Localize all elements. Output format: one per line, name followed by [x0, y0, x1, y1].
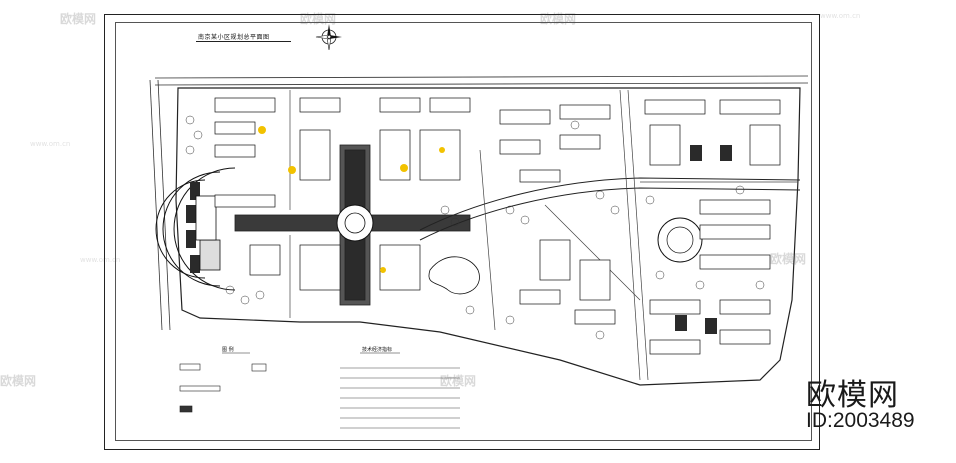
residential-buildings [214, 97, 781, 355]
internal-roads [289, 89, 798, 381]
watermark-url: www.om.cn [30, 140, 71, 148]
road-north [154, 75, 809, 86]
tree-clusters [185, 115, 765, 340]
east-plaza [657, 217, 703, 263]
drawing-frame-inner [115, 22, 812, 441]
curved-main-road [419, 177, 801, 231]
title-underline [196, 41, 291, 42]
stats-table-lines [340, 367, 460, 429]
legend-heading: 图 例 [222, 347, 234, 353]
watermark-brand: 欧模网 [0, 374, 37, 388]
watermark-url: www.om.cn [80, 256, 121, 264]
watermark-brand: 欧模网 [770, 252, 807, 266]
watermark-url: www.om.cn [820, 12, 861, 20]
road-west [149, 79, 171, 331]
drawing-title: 南京某小区规划总平面图 [198, 34, 270, 41]
highrise-towers [675, 145, 732, 334]
watermark-brand: 欧模网 [60, 12, 97, 26]
highlight-features [258, 126, 445, 273]
stats-heading: 技术经济指标 [362, 347, 393, 353]
model-id-label: ID:2003489 [806, 409, 915, 432]
site-boundary [175, 87, 801, 386]
drawing-frame-outer [104, 14, 820, 450]
water-feature [428, 256, 480, 295]
west-entrance-arc [155, 167, 236, 291]
brand-logo-text: 欧模网 [806, 378, 899, 413]
legend-symbols [179, 352, 400, 413]
north-arrow-icon [315, 24, 342, 51]
west-arc-buildings [186, 182, 221, 273]
watermark-brand: 欧模网 [440, 374, 477, 388]
central-plaza [336, 204, 374, 242]
